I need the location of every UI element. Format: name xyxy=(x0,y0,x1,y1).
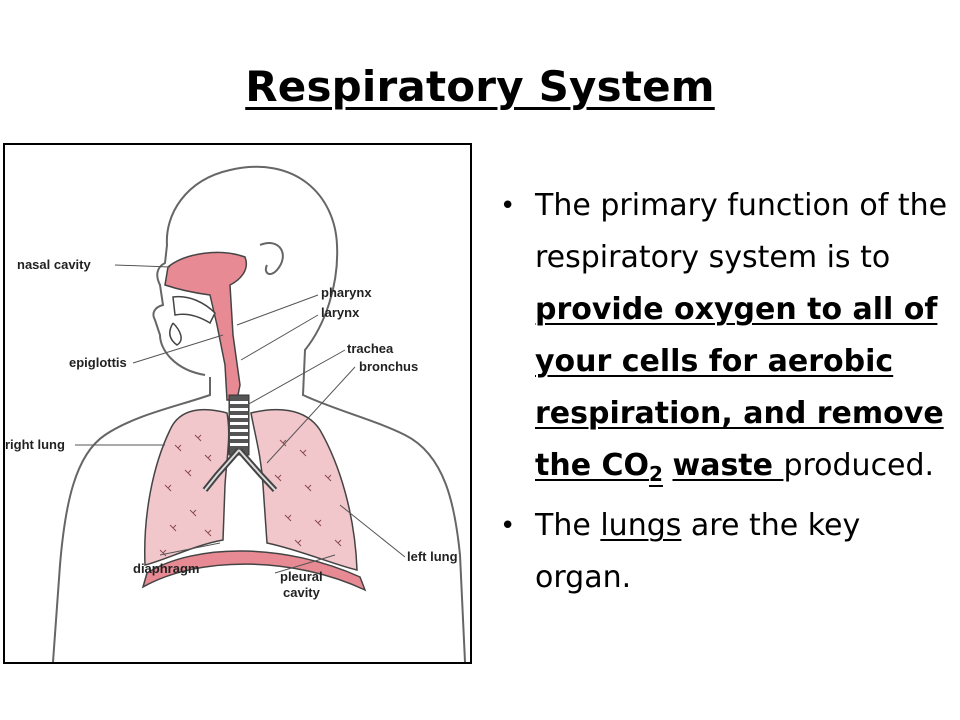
left-lung-shape xyxy=(250,408,358,571)
label-left-lung: left lung xyxy=(407,549,458,564)
slide-title: Respiratory System xyxy=(245,62,715,111)
bullet-item-lungs: • The lungs are the key organ. xyxy=(500,500,952,604)
label-larynx: larynx xyxy=(321,305,360,320)
label-nasal-cavity: nasal cavity xyxy=(17,257,91,272)
bullet-text-post: produced. xyxy=(783,448,935,483)
label-cavity: cavity xyxy=(283,585,321,600)
label-pharynx: pharynx xyxy=(321,285,372,300)
label-diaphragm: diaphragm xyxy=(133,561,199,576)
label-trachea: trachea xyxy=(347,341,394,356)
bullet-text-pre: The xyxy=(535,508,601,543)
bullet-text-emphasis: provide oxygen to all of your cells for … xyxy=(535,292,944,483)
co2-subscript: 2 xyxy=(649,462,663,486)
bullet-text-pre: The primary function of the respiratory … xyxy=(535,188,948,275)
lung-texture xyxy=(159,434,342,557)
tongue xyxy=(172,295,216,325)
bullet-item-function: • The primary function of the respirator… xyxy=(500,180,952,492)
respiratory-diagram: nasal cavity pharynx larynx trachea bron… xyxy=(3,143,472,664)
diaphragm-shape xyxy=(141,550,367,592)
label-epiglottis: epiglottis xyxy=(69,355,127,370)
label-bronchus: bronchus xyxy=(359,359,418,374)
neck-left-outline xyxy=(52,377,211,662)
trachea-shape xyxy=(228,394,250,456)
respiratory-diagram-svg: nasal cavity pharynx larynx trachea bron… xyxy=(5,165,466,662)
label-right-lung: right lung xyxy=(5,437,65,452)
nasal-cavity-shape xyxy=(164,251,247,401)
jaw xyxy=(169,322,182,346)
leader-lines xyxy=(75,264,406,574)
bullet-dot: • xyxy=(500,191,516,221)
ear xyxy=(259,242,284,276)
bullet-list: • The primary function of the respirator… xyxy=(500,180,952,612)
bullet-text-lungs: lungs xyxy=(600,508,682,543)
label-pleural: pleural xyxy=(280,569,323,584)
bullet-dot: • xyxy=(500,511,516,541)
body-outline xyxy=(152,165,466,662)
bronchi-inner xyxy=(204,449,276,491)
bullet-text-emphasis-after: waste xyxy=(672,448,784,483)
right-lung-shape xyxy=(143,408,230,566)
bullet-text-post: are the key organ. xyxy=(535,508,861,595)
